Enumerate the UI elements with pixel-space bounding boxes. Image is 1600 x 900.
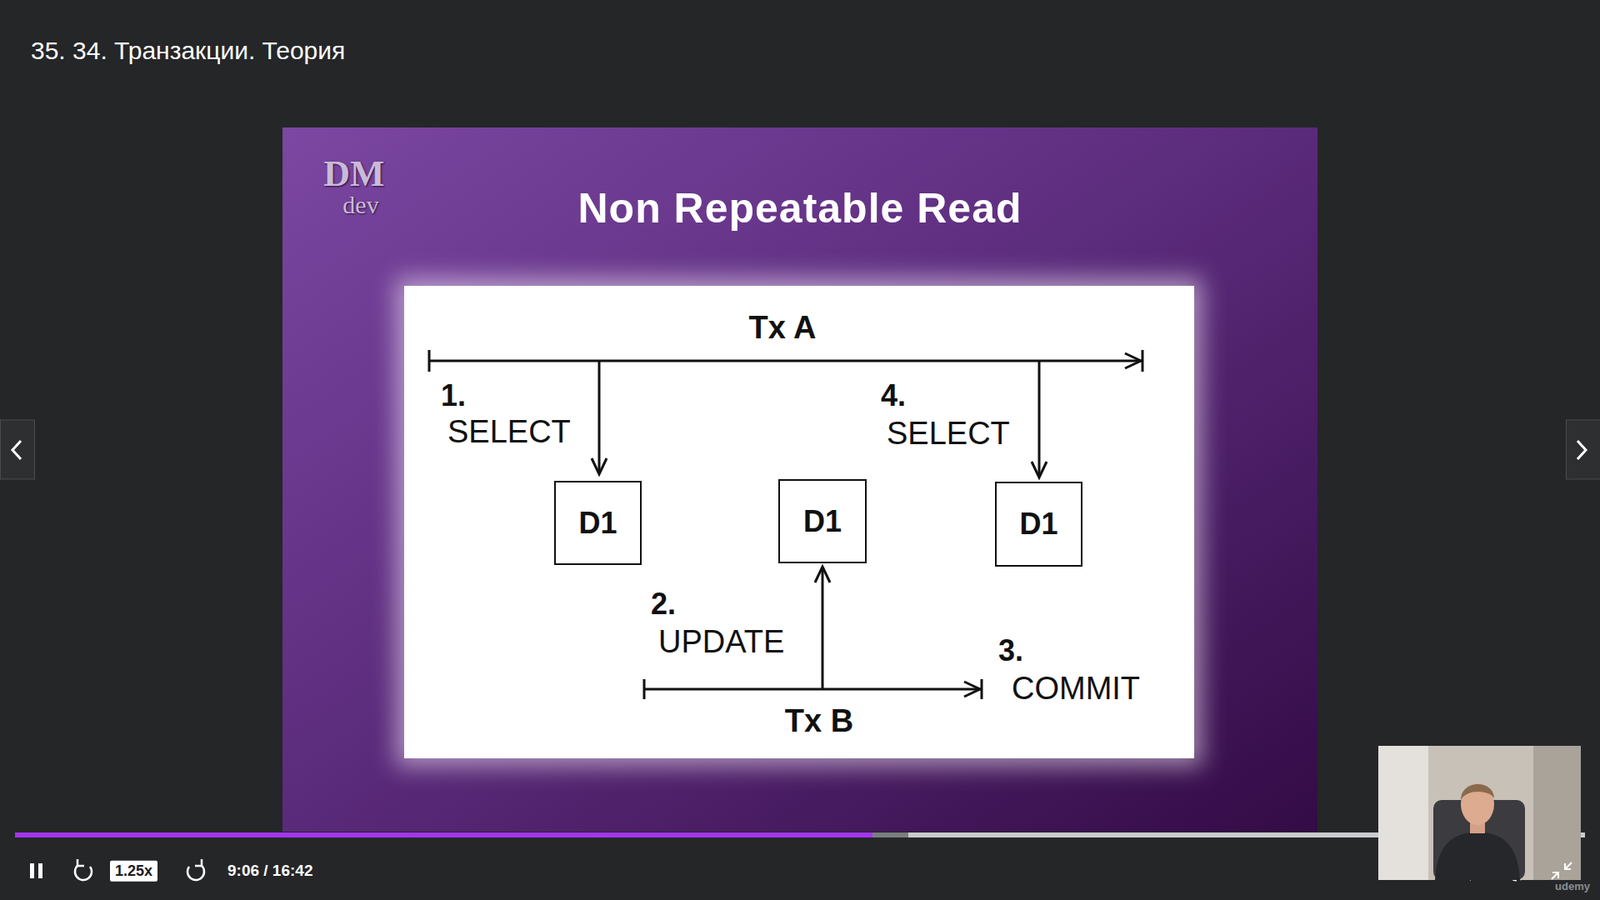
box-label: D1 [1019, 506, 1058, 541]
pause-icon [30, 863, 43, 879]
step-number: 3. [998, 633, 1024, 668]
step-number: 2. [650, 586, 676, 621]
operation-label: COMMIT [1011, 670, 1140, 708]
data-box: D1 [554, 480, 642, 565]
operation-label: UPDATE [658, 624, 785, 661]
watermark: udemy [1555, 880, 1590, 894]
progress-played [15, 832, 873, 838]
progress-track [15, 832, 1585, 838]
video-title: 35. 34. Транзакции. Теория [30, 36, 345, 66]
logo-text: DM [323, 153, 385, 196]
panel-glow [395, 277, 1203, 767]
rewind-icon [75, 859, 92, 880]
webcam-thumbnail [1378, 745, 1581, 880]
step-number: 4. [880, 378, 906, 413]
box-label: D1 [803, 504, 842, 539]
slide-title: Non Repeatable Read [577, 185, 1022, 234]
speed-badge: 1.25x [110, 860, 158, 882]
select-arrow [1031, 360, 1047, 478]
transaction-name: Tx A [749, 310, 817, 347]
transaction-name: Tx B [785, 703, 854, 740]
nav-prev [0, 420, 35, 480]
diagram-panel [404, 285, 1195, 759]
nav-next [1566, 420, 1600, 480]
step-number: 1. [440, 378, 466, 413]
data-box: D1 [995, 481, 1083, 567]
select-arrow [591, 360, 607, 475]
forward-icon [187, 859, 205, 880]
update-arrow [815, 566, 830, 690]
timeline-b [644, 679, 982, 700]
progress-buffer [872, 832, 909, 838]
time-display: 9:06 / 16:42 [227, 861, 313, 880]
box-label: D1 [578, 505, 617, 540]
operation-label: SELECT [886, 415, 1010, 453]
slide-background [282, 127, 1318, 832]
logo-text: dev [342, 190, 379, 220]
operation-label: SELECT [447, 414, 571, 451]
timeline-a [429, 350, 1143, 372]
fullscreen-icon [1551, 862, 1572, 880]
data-box: D1 [778, 479, 867, 564]
